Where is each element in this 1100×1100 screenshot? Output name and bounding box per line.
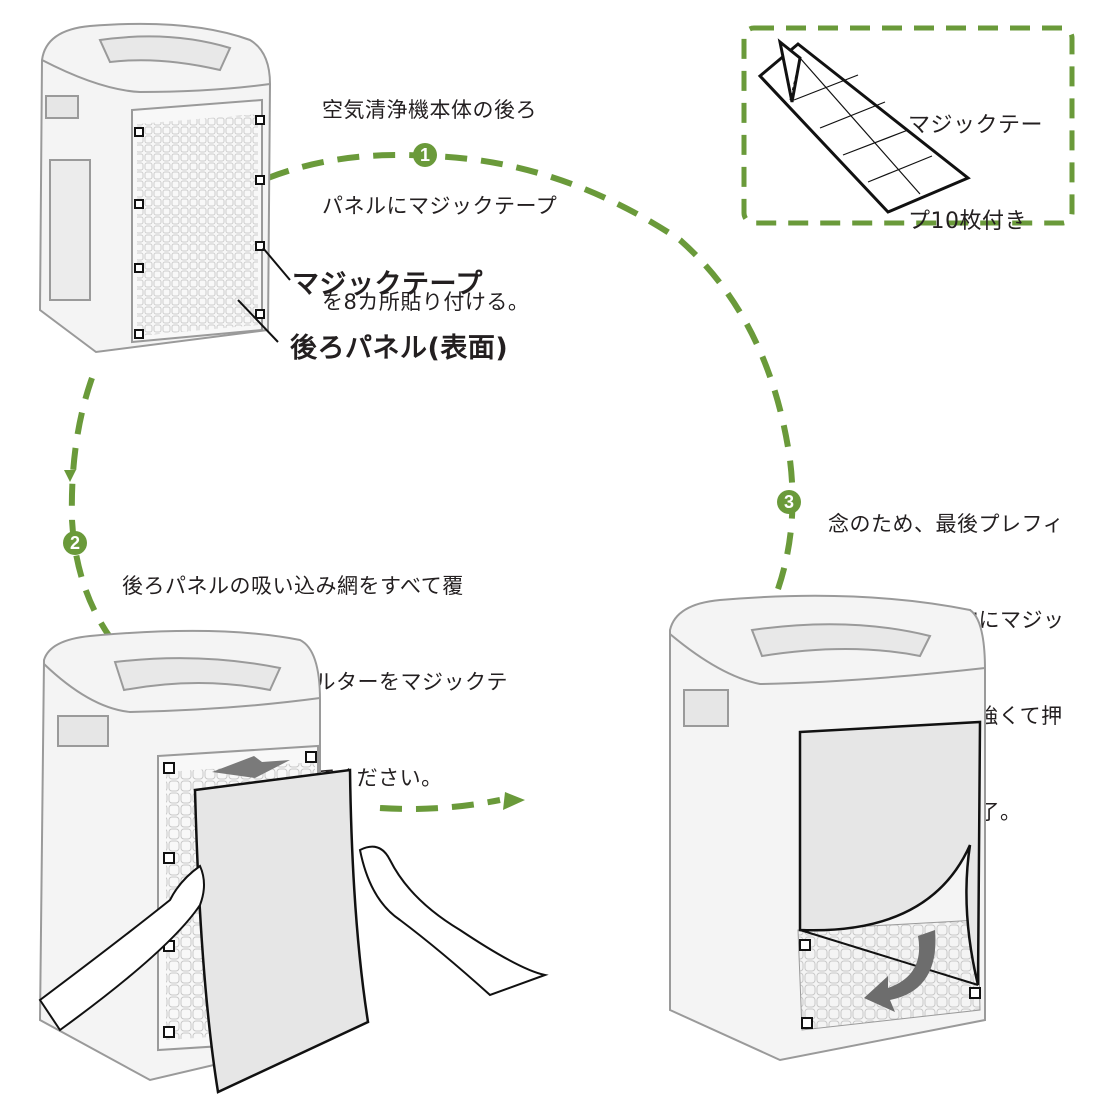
arrow-down-icon (64, 470, 76, 482)
step-1-badge: 1 (413, 143, 437, 167)
velcro-pad-markers (134, 115, 265, 339)
attached-prefilter (798, 720, 982, 986)
hands (38, 845, 549, 1032)
step-3-badge: 3 (777, 490, 801, 514)
velcro-callout-label: マジックテープ (292, 269, 483, 300)
step-2-badge: 2 (63, 531, 87, 555)
arrow-right-icon (503, 792, 525, 810)
back-panel-callout-label: 後ろパネル(表面) (290, 333, 509, 364)
included-box-text: マジックテー プ10枚付き (908, 113, 1044, 234)
push-up-arrow (212, 756, 290, 778)
flow-arc-left (68, 376, 115, 642)
step-1-text: 空気清浄機本体の後ろ パネルにマジックテープ を8カ所貼り付ける。 (322, 98, 558, 314)
press-arrow-icon (864, 930, 936, 1012)
flow-arc-bottom (379, 797, 501, 812)
flow-arc-top (266, 151, 796, 612)
callout-lines (237, 247, 291, 343)
